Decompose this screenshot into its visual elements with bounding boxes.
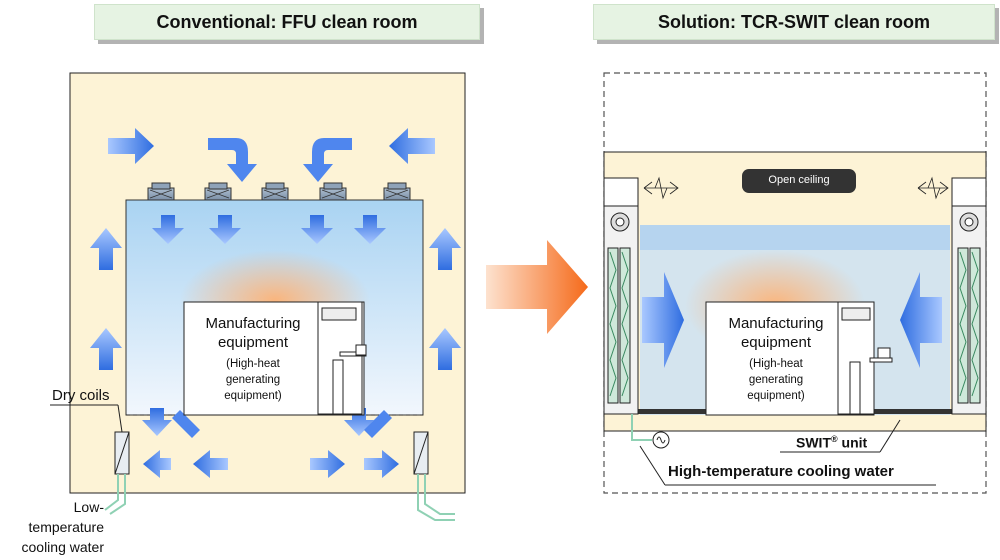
air-layer-top [640, 225, 950, 250]
equipment-title: Manufacturing equipment [728, 315, 824, 351]
airflow-right-arrow [108, 128, 154, 164]
swit-unit-leader [879, 419, 901, 453]
swit-unit-right [951, 177, 987, 415]
airflow-curve-down-arrow [208, 138, 257, 182]
cooling-pipe-left [104, 474, 126, 515]
airflow-up-arrow [429, 328, 461, 370]
swit-unit-left [603, 177, 639, 415]
ffu-unit-row [147, 182, 411, 201]
airflow-up-arrow [90, 328, 122, 370]
airflow-right-arrow [642, 272, 684, 368]
subfloor-airflow-arrows [142, 408, 399, 478]
solution-title-banner: Solution: TCR-SWIT clean room [593, 4, 995, 40]
airflow-left-arrow [143, 450, 171, 478]
equipment-machine-icon [317, 301, 367, 415]
airflow-down-arrow [142, 408, 172, 436]
ffu-downflow-arrows [152, 215, 386, 244]
airflow-down-arrow [301, 215, 333, 244]
equipment-machine-icon [837, 301, 893, 415]
airflow-down-arrow [344, 408, 374, 436]
low-temp-cooling-water-label: Low-temperature cooling water [21, 499, 105, 555]
ffu-unit-icon [204, 182, 232, 201]
wall-connection-left-icon [643, 176, 679, 200]
airflow-diagonal-arrow [172, 410, 200, 438]
equipment-subtitle: (High-heat generating equipment) [747, 358, 805, 402]
airflow-left-arrow [193, 450, 228, 478]
dry-coil-left [114, 431, 130, 475]
ffu-unit-icon [147, 182, 175, 201]
open-ceiling-label: Open ceiling [768, 174, 830, 186]
airflow-right-arrow [310, 450, 345, 478]
swit-unit-name: SWIT [796, 434, 831, 451]
equipment-title: Manufacturing equipment [205, 315, 301, 351]
dry-coil-right [413, 431, 429, 475]
return-upflow-arrows [90, 228, 461, 370]
pump-symbol [656, 436, 666, 444]
open-ceiling-pill [742, 169, 856, 193]
airflow-curve-down-arrow [303, 138, 352, 182]
airflow-down-arrow [152, 215, 184, 244]
equipment-subtitle: (High-heat generating equipment) [224, 358, 282, 402]
airflow-left-arrow [900, 272, 942, 368]
transition-arrow [486, 240, 588, 334]
airflow-up-arrow [90, 228, 122, 270]
cooling-pipe [631, 414, 652, 441]
wall-connection-right-icon [917, 176, 949, 200]
swit-unit-suffix: unit [837, 434, 868, 451]
airflow-left-arrow [389, 128, 435, 164]
conventional-title: Conventional: FFU clean room [156, 11, 418, 32]
cooling-water-leader [639, 445, 666, 486]
ffu-unit-icon [261, 182, 289, 201]
ffu-unit-icon [383, 182, 411, 201]
airflow-right-arrow [364, 450, 399, 478]
equipment-label-left: Manufacturing equipment (High-heat gener… [188, 314, 318, 404]
dry-coils-leader [117, 404, 123, 433]
swit-unit-label: SWIT® unit [796, 434, 867, 451]
airflow-down-arrow [209, 215, 241, 244]
equipment-label-right: Manufacturing equipment (High-heat gener… [712, 314, 840, 404]
solution-title: Solution: TCR-SWIT clean room [658, 11, 930, 32]
cooling-pipe-right [417, 474, 455, 521]
airflow-diagonal-arrow [364, 410, 392, 438]
swit-registered-mark: ® [831, 434, 838, 444]
dry-coils-label: Dry coils [52, 387, 110, 404]
conventional-title-banner: Conventional: FFU clean room [94, 4, 480, 40]
airflow-up-arrow [429, 228, 461, 270]
ffu-unit-icon [319, 182, 347, 201]
airflow-down-arrow [354, 215, 386, 244]
high-temp-cooling-water-label: High-temperature cooling water [668, 463, 894, 480]
